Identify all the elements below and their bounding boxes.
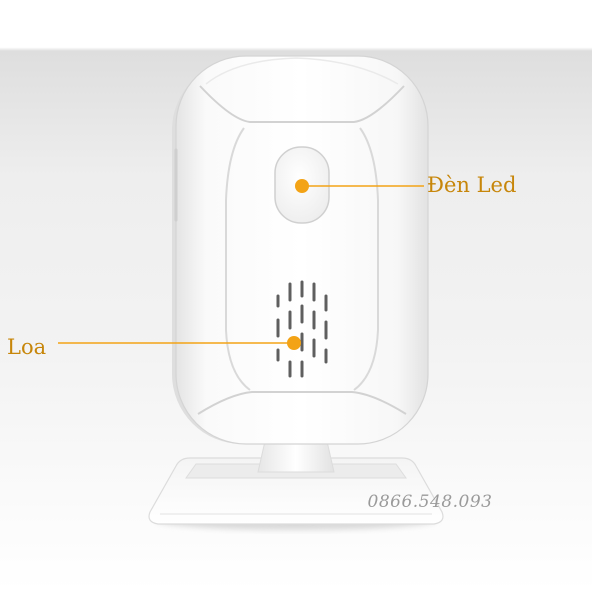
- right-groove: [353, 127, 379, 391]
- led-label: Đèn Led: [427, 173, 517, 197]
- led-callout-dot: [295, 179, 309, 193]
- top-groove: [199, 85, 405, 123]
- phone-watermark: 0866.548.093: [367, 492, 493, 512]
- speaker-grille: [276, 280, 328, 378]
- left-groove: [225, 127, 251, 391]
- device-body: [175, 55, 429, 445]
- bottom-groove: [197, 391, 407, 415]
- speaker-label: Loa: [7, 335, 47, 359]
- speaker-callout-dot: [287, 336, 301, 350]
